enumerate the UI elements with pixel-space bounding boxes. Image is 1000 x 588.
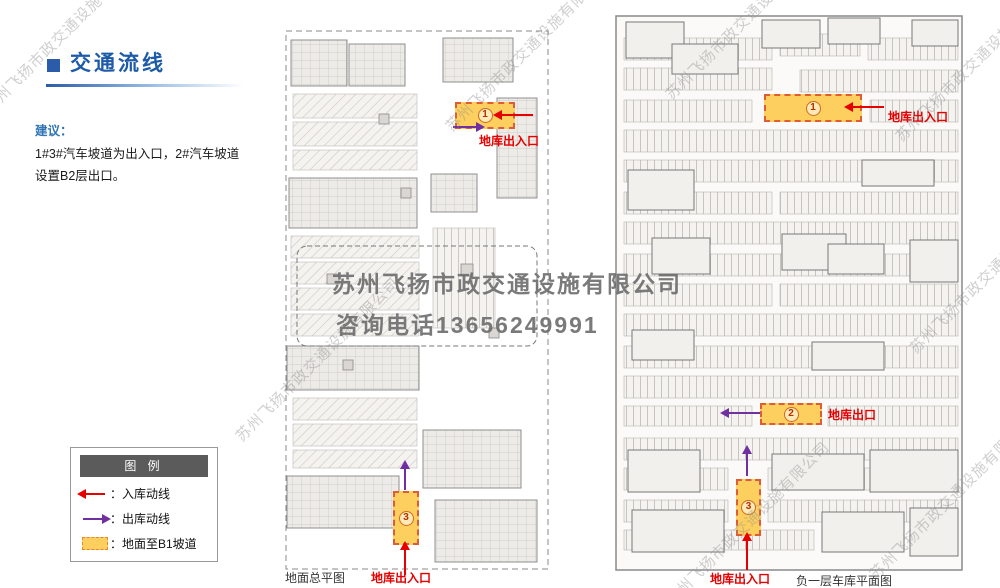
- legend-title: 图 例: [80, 455, 208, 477]
- legend-item-entry: ：入库动线: [77, 485, 208, 502]
- marker-3: 3: [741, 500, 756, 515]
- garage-entrance-label: 地库出入口: [371, 571, 432, 585]
- entry-arrow: [844, 102, 884, 112]
- legend-entry-label: ：入库动线: [110, 487, 171, 501]
- title-bullet-icon: [47, 59, 60, 72]
- suggestion-line1: 1#3#汽车坡道为出入口，2#汽车坡道: [35, 146, 240, 161]
- suggestion-line2: 设置B2层出口。: [35, 169, 126, 183]
- marker-1: 1: [477, 108, 493, 123]
- legend-ramp-label: ：地面至B1坡道: [110, 537, 197, 551]
- exit-arrow: [742, 445, 752, 476]
- entry-arrow: [742, 532, 752, 570]
- exit-arrow: [720, 408, 760, 418]
- exit-arrow: [453, 122, 485, 132]
- basement-plan: 1 地库出入口 2 地库出口 3 地库出入口 负一层车库平面图: [612, 12, 968, 588]
- suggestion-label: 建议：: [35, 124, 73, 138]
- legend-exit-label: ：出库动线: [110, 512, 171, 526]
- page-title: 交通流线: [70, 52, 166, 75]
- marker-3: 3: [398, 510, 414, 526]
- legend: 图 例 ：入库动线 ：出库动线 ：地面至B1坡道: [70, 447, 218, 562]
- legend-item-exit: ：出库动线: [80, 510, 208, 527]
- title-underline: [46, 84, 244, 87]
- ground-plan-drawing: [285, 30, 549, 570]
- basement-ramp-3: 3: [736, 479, 761, 536]
- entry-arrow-icon: [77, 487, 110, 500]
- ground-plan-caption: 地面总平图: [285, 571, 346, 585]
- garage-entrance-label: 地库出入口: [479, 134, 540, 148]
- ground-plan: 1 地库出入口 3 地库出入口 地面总平图: [283, 28, 553, 585]
- garage-entrance-label: 地库出入口: [710, 572, 771, 586]
- exit-arrow: [400, 460, 410, 490]
- entry-arrow: [400, 541, 410, 575]
- basement-plan-caption: 负一层车库平面图: [796, 574, 893, 588]
- suggestion-block: 建议： 1#3#汽车坡道为出入口，2#汽车坡道 设置B2层出口。: [35, 120, 260, 188]
- garage-entrance-label: 地库出入口: [888, 110, 949, 124]
- marker-1: 1: [805, 100, 821, 116]
- garage-exit-label: 地库出口: [828, 408, 877, 422]
- marker-2: 2: [783, 406, 799, 422]
- basement-ramp-2: 2: [760, 403, 822, 425]
- legend-item-ramp: ：地面至B1坡道: [80, 535, 208, 552]
- entry-arrow: [493, 110, 533, 120]
- exit-arrow-icon: [80, 512, 111, 525]
- ramp-swatch-icon: [80, 537, 110, 550]
- ground-ramp-3: 3: [393, 491, 419, 545]
